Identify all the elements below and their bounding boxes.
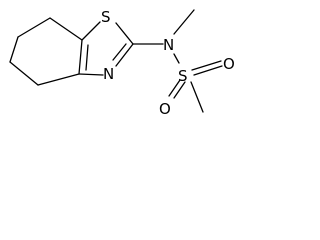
bond-n3-c2 xyxy=(115,43,134,67)
bond-s-o-lower-b xyxy=(173,81,186,99)
bond-n-methyl xyxy=(173,9,195,35)
oxygen-lower-label: O xyxy=(159,100,171,118)
bond-ring-c7-c6 xyxy=(17,17,51,38)
bond-fused-c3a-c7a xyxy=(78,39,83,75)
bond-ring-c4-c3a xyxy=(37,73,80,86)
structure-diagram: S N N S O O xyxy=(9,8,235,118)
bond-s-methyl xyxy=(190,81,204,113)
bond-ring-c5-c4 xyxy=(9,61,39,86)
thiazole-sulfur-label: S xyxy=(101,8,111,26)
oxygen-right-label: O xyxy=(223,55,235,73)
bond-n3-c2-inner xyxy=(112,43,127,61)
bond-s-o-lower-a xyxy=(168,79,181,97)
bond-c3a-n3 xyxy=(78,73,104,76)
bonds xyxy=(9,9,223,113)
sulfonyl-sulfur-label: S xyxy=(178,67,188,85)
bond-n-sulfonyl xyxy=(173,53,180,64)
bond-c7a-s1 xyxy=(81,21,101,41)
bond-ring-c7a-c7 xyxy=(49,17,83,41)
bond-s-o-right-b xyxy=(193,65,223,76)
bond-s1-c2 xyxy=(115,22,134,45)
bond-s-o-right-a xyxy=(191,60,222,71)
bond-ring-c6-c5 xyxy=(9,36,19,63)
bond-fused-c3a-c7a-inner xyxy=(85,44,89,71)
thiazole-nitrogen-label: N xyxy=(103,65,114,83)
atom-labels: S N N S O O xyxy=(101,8,235,118)
amine-nitrogen-label: N xyxy=(163,36,174,54)
